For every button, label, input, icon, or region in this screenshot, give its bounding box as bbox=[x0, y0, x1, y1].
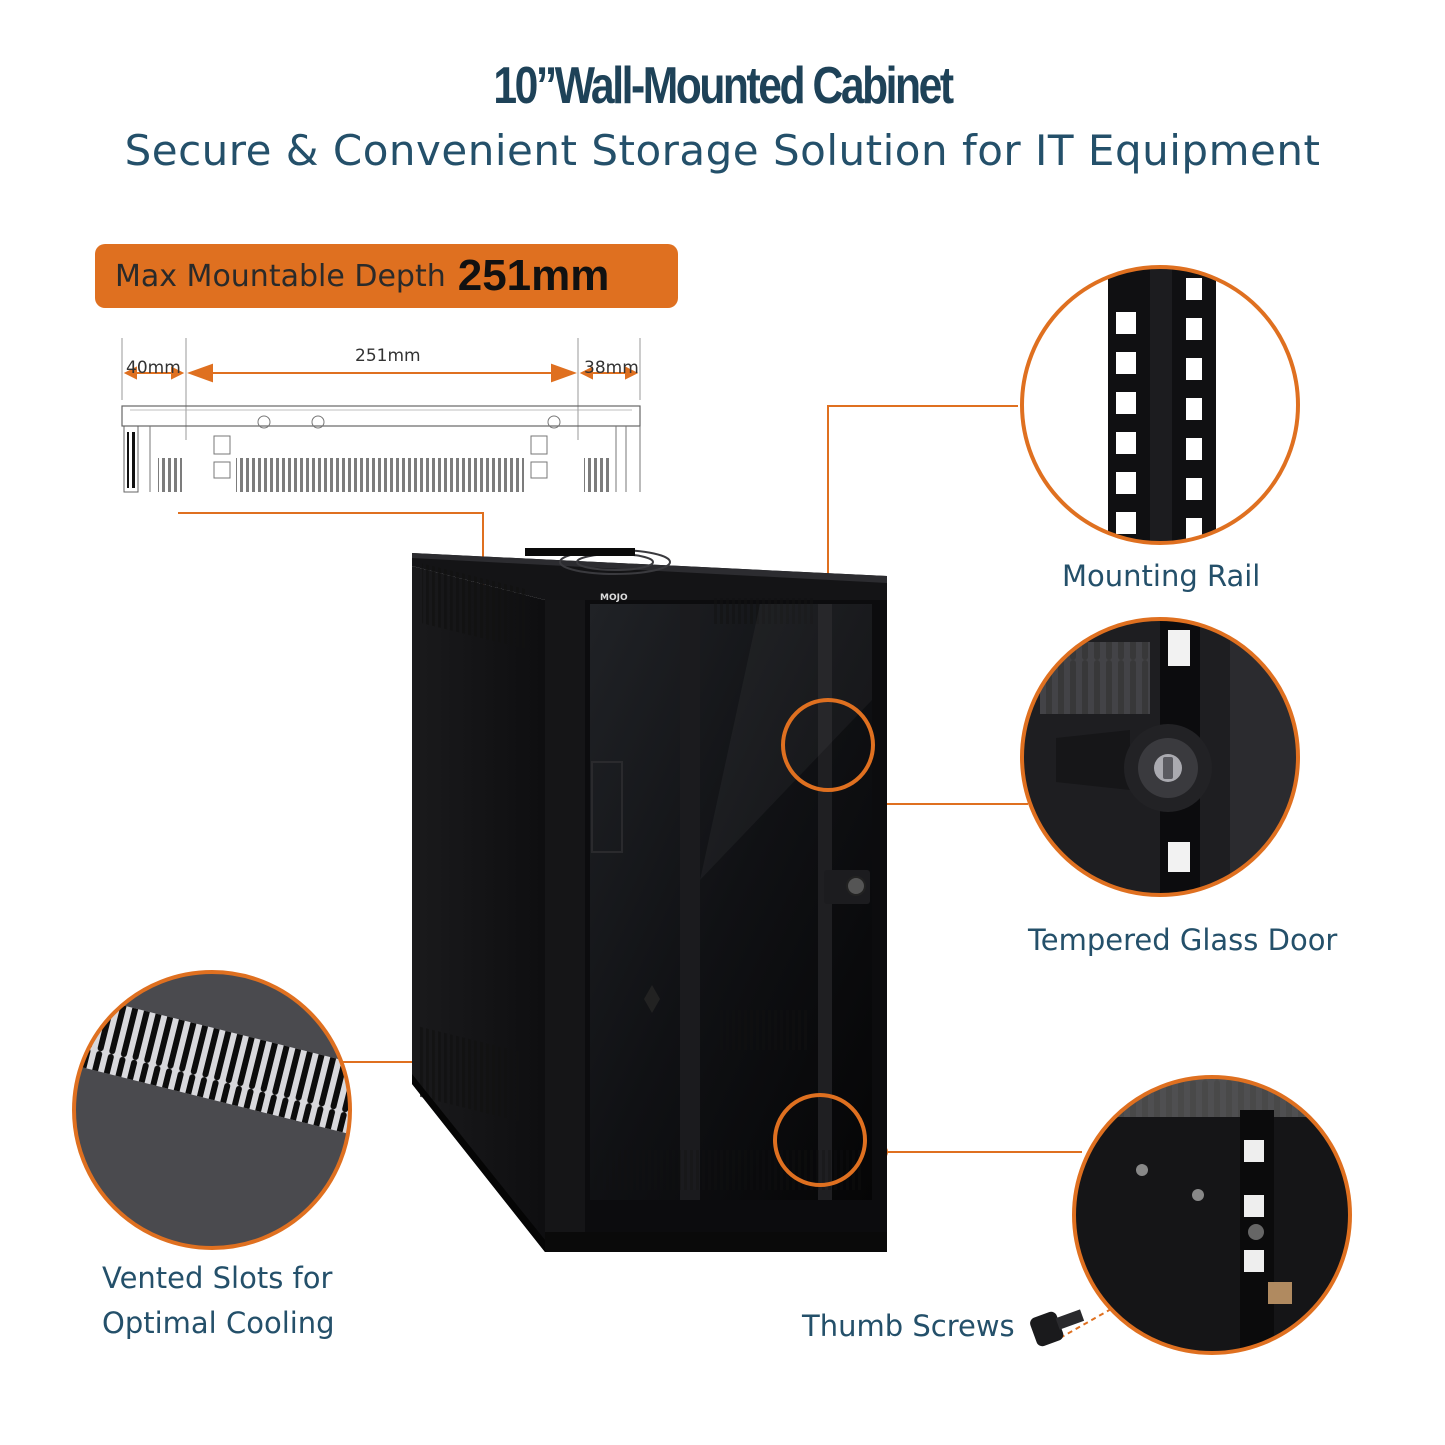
thumb-screw-icon bbox=[1030, 1309, 1085, 1347]
max-depth-label: Max Mountable Depth bbox=[115, 258, 446, 294]
mounting-rail-label: Mounting Rail bbox=[1062, 559, 1261, 593]
vented-slots-line2: Optimal Cooling bbox=[102, 1305, 335, 1340]
vented-slots-line1: Vented Slots for bbox=[102, 1261, 333, 1295]
max-depth-badge: Max Mountable Depth 251mm bbox=[95, 244, 678, 308]
max-depth-value: 251mm bbox=[457, 251, 610, 300]
page-subtitle: Secure & Convenient Storage Solution for… bbox=[124, 126, 1321, 175]
right-offset-dimension: 38mm bbox=[584, 358, 639, 378]
glass-door-label: Tempered Glass Door bbox=[1028, 923, 1338, 957]
left-offset-dimension: 40mm bbox=[126, 358, 181, 378]
depth-dimension: 251mm bbox=[355, 346, 421, 366]
thumb-screws-label: Thumb Screws bbox=[802, 1309, 1015, 1343]
vent-slots-detail bbox=[72, 970, 352, 1250]
cabinet: MOJO bbox=[412, 548, 887, 1252]
vented-slots-label: Vented Slots for Optimal Cooling bbox=[102, 1256, 335, 1346]
thumb-screws-detail bbox=[1072, 1075, 1352, 1355]
brand-logo: MOJO bbox=[600, 593, 628, 603]
glass-door-detail bbox=[1020, 617, 1300, 897]
depth-diagram bbox=[121, 338, 641, 493]
mounting-rail-detail bbox=[1020, 265, 1300, 545]
page-title: 10”Wall-Mounted Cabinet bbox=[493, 57, 954, 115]
